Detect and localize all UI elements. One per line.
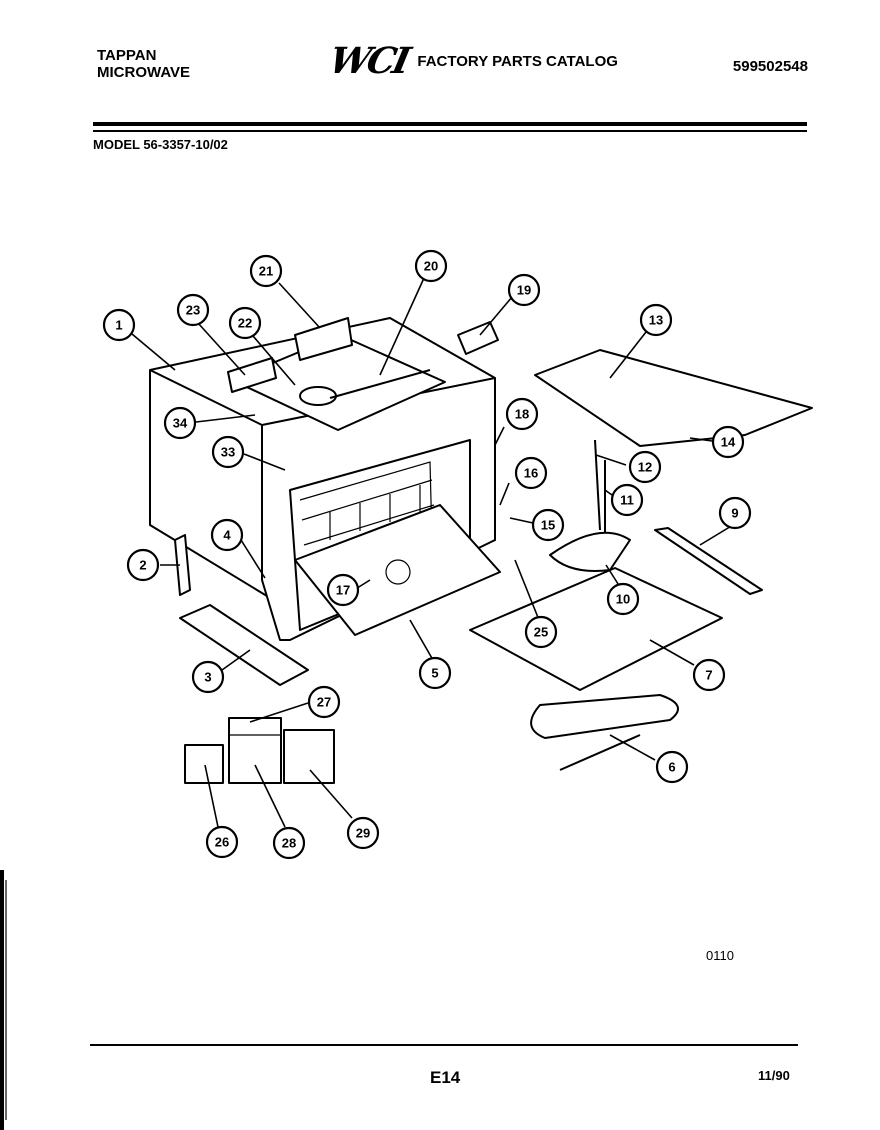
callout-7: 7 xyxy=(692,658,726,692)
part-13-control-panel xyxy=(534,349,813,447)
svg-text:29: 29 xyxy=(356,826,370,841)
callout-13: 13 xyxy=(639,303,673,337)
callout-15: 15 xyxy=(531,508,565,542)
svg-text:21: 21 xyxy=(259,264,273,279)
svg-text:3: 3 xyxy=(204,670,211,685)
model-label: MODEL 56-3357-10/02 xyxy=(93,137,228,152)
svg-text:27: 27 xyxy=(317,695,331,710)
svg-text:13: 13 xyxy=(649,313,663,328)
svg-text:15: 15 xyxy=(541,518,555,533)
callout-25: 25 xyxy=(524,615,558,649)
top-panel-parts xyxy=(227,317,446,431)
callout-22: 22 xyxy=(228,306,262,340)
part-29-box xyxy=(283,729,335,784)
header-rule-thin xyxy=(93,130,807,132)
svg-text:18: 18 xyxy=(515,407,529,422)
svg-text:1: 1 xyxy=(115,318,122,333)
callout-14: 14 xyxy=(711,425,745,459)
svg-text:25: 25 xyxy=(534,625,548,640)
callout-2: 2 xyxy=(126,548,160,582)
callout-28: 28 xyxy=(272,826,306,860)
callout-21: 21 xyxy=(249,254,283,288)
part-6-element xyxy=(530,694,679,739)
callout-9: 9 xyxy=(718,496,752,530)
part-19-bracket xyxy=(457,321,499,355)
svg-text:6: 6 xyxy=(668,760,675,775)
wci-logo: WCI FACTORY PARTS CATALOG xyxy=(326,40,620,82)
part-26-box xyxy=(184,744,224,784)
callout-19: 19 xyxy=(507,273,541,307)
callout-4: 4 xyxy=(210,518,244,552)
catalog-number: 599502548 xyxy=(732,58,808,75)
callout-33: 33 xyxy=(211,435,245,469)
part-10-stirrer xyxy=(549,531,631,572)
svg-text:5: 5 xyxy=(431,666,438,681)
page-code: E14 xyxy=(430,1068,461,1087)
callout-16: 16 xyxy=(514,456,548,490)
callout-17: 17 xyxy=(326,573,360,607)
callout-11: 11 xyxy=(610,483,644,517)
svg-text:26: 26 xyxy=(215,835,229,850)
callout-3: 3 xyxy=(191,660,225,694)
svg-text:4: 4 xyxy=(223,528,231,543)
svg-text:23: 23 xyxy=(186,303,200,318)
callout-10: 10 xyxy=(606,582,640,616)
svg-text:19: 19 xyxy=(517,283,531,298)
brand-line-2: MICROWAVE xyxy=(97,64,191,81)
svg-text:9: 9 xyxy=(731,506,738,521)
callout-27: 27 xyxy=(307,685,341,719)
svg-text:2: 2 xyxy=(139,558,146,573)
svg-text:16: 16 xyxy=(524,466,538,481)
brand-line-1: TAPPAN xyxy=(97,47,157,64)
svg-text:33: 33 xyxy=(221,445,235,460)
part-3-rail xyxy=(179,604,309,686)
svg-text:20: 20 xyxy=(424,259,438,274)
catalog-title: FACTORY PARTS CATALOG xyxy=(417,52,618,70)
callout-20: 20 xyxy=(414,249,448,283)
svg-text:22: 22 xyxy=(238,316,252,331)
svg-text:34: 34 xyxy=(173,416,188,431)
callout-18: 18 xyxy=(505,397,539,431)
brand-name: TAPPAN MICROWAVE xyxy=(97,47,217,81)
part-9-strip xyxy=(654,527,763,595)
leader-lines xyxy=(131,277,734,828)
svg-text:28: 28 xyxy=(282,836,296,851)
callout-29: 29 xyxy=(346,816,380,850)
catalog-date: 11/90 xyxy=(758,1068,790,1083)
part-12-rod xyxy=(594,439,601,531)
callout-1: 1 xyxy=(102,308,136,342)
scan-edge-artifact xyxy=(0,870,7,1130)
callout-5: 5 xyxy=(418,656,452,690)
callout-26: 26 xyxy=(205,825,239,859)
svg-text:12: 12 xyxy=(638,460,652,475)
part-7-plate xyxy=(469,567,723,691)
part-2-bracket xyxy=(174,534,191,596)
header-rule-thick xyxy=(93,122,807,126)
part-28-box xyxy=(228,717,282,784)
footer-rule xyxy=(90,1044,798,1046)
callout-12: 12 xyxy=(628,450,662,484)
callout-34: 34 xyxy=(163,406,197,440)
svg-text:10: 10 xyxy=(616,592,630,607)
callout-23: 23 xyxy=(176,293,210,327)
svg-text:17: 17 xyxy=(336,583,350,598)
callout-6: 6 xyxy=(655,750,689,784)
svg-text:7: 7 xyxy=(705,668,712,683)
svg-text:14: 14 xyxy=(721,435,736,450)
figure-reference: 0110 xyxy=(706,948,734,963)
svg-text:11: 11 xyxy=(620,493,634,508)
